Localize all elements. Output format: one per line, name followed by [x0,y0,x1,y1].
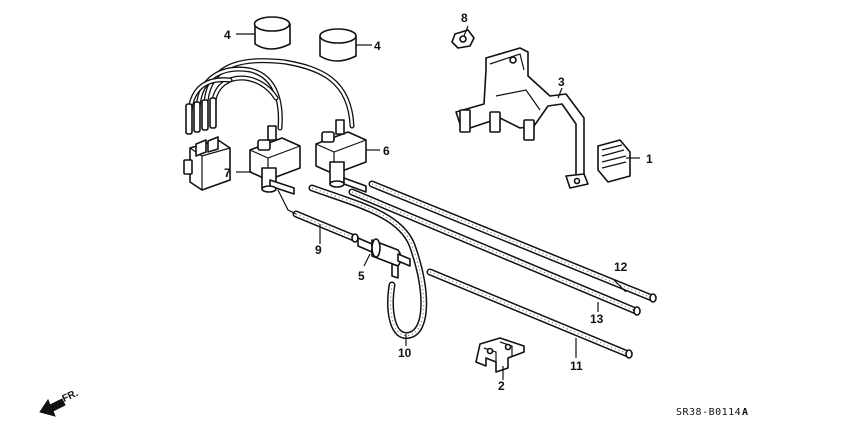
callout-9: 9 [315,243,322,257]
cap-4-right [319,28,357,62]
front-direction-indicator: FR. [39,388,80,417]
clip-1 [597,139,631,183]
callout-6: 6 [383,144,390,158]
tube-13 [348,188,641,316]
filter-5 [357,237,411,279]
front-direction-label: FR. [61,388,80,405]
tube-12 [368,180,657,303]
callout-4-right: 4 [374,39,381,53]
callout-2: 2 [498,379,505,393]
callout-8: 8 [461,11,468,25]
callout-labels: 1 2 3 4 4 5 6 7 8 9 10 11 12 13 [224,11,653,393]
callout-10: 10 [398,346,412,360]
front-arrow-icon [39,398,66,417]
callout-12: 12 [614,260,628,274]
diagram-code: SR38-B0114 [676,407,741,418]
cap-4-left [253,16,291,50]
hose-10 [308,184,428,339]
harness-connector [183,136,231,191]
callout-5: 5 [358,269,365,283]
bracket-3 [455,47,589,189]
callout-4-left: 4 [224,28,231,42]
callout-7: 7 [224,166,231,180]
diagram-suffix: A [742,407,749,418]
callout-11: 11 [570,359,583,373]
clamp-2 [475,337,525,373]
callout-3: 3 [558,75,565,89]
leader-lines [236,25,640,380]
tube-11 [426,268,633,359]
solenoid-valve-6 [315,119,367,193]
diagram-reference: SR38-B0114 A [676,407,749,418]
tube-9 [277,189,359,243]
solenoid-valve-7 [249,125,301,195]
wiring-harness [185,58,355,135]
grommet-8 [451,29,475,49]
callout-1: 1 [646,152,653,166]
callout-13: 13 [590,312,604,326]
